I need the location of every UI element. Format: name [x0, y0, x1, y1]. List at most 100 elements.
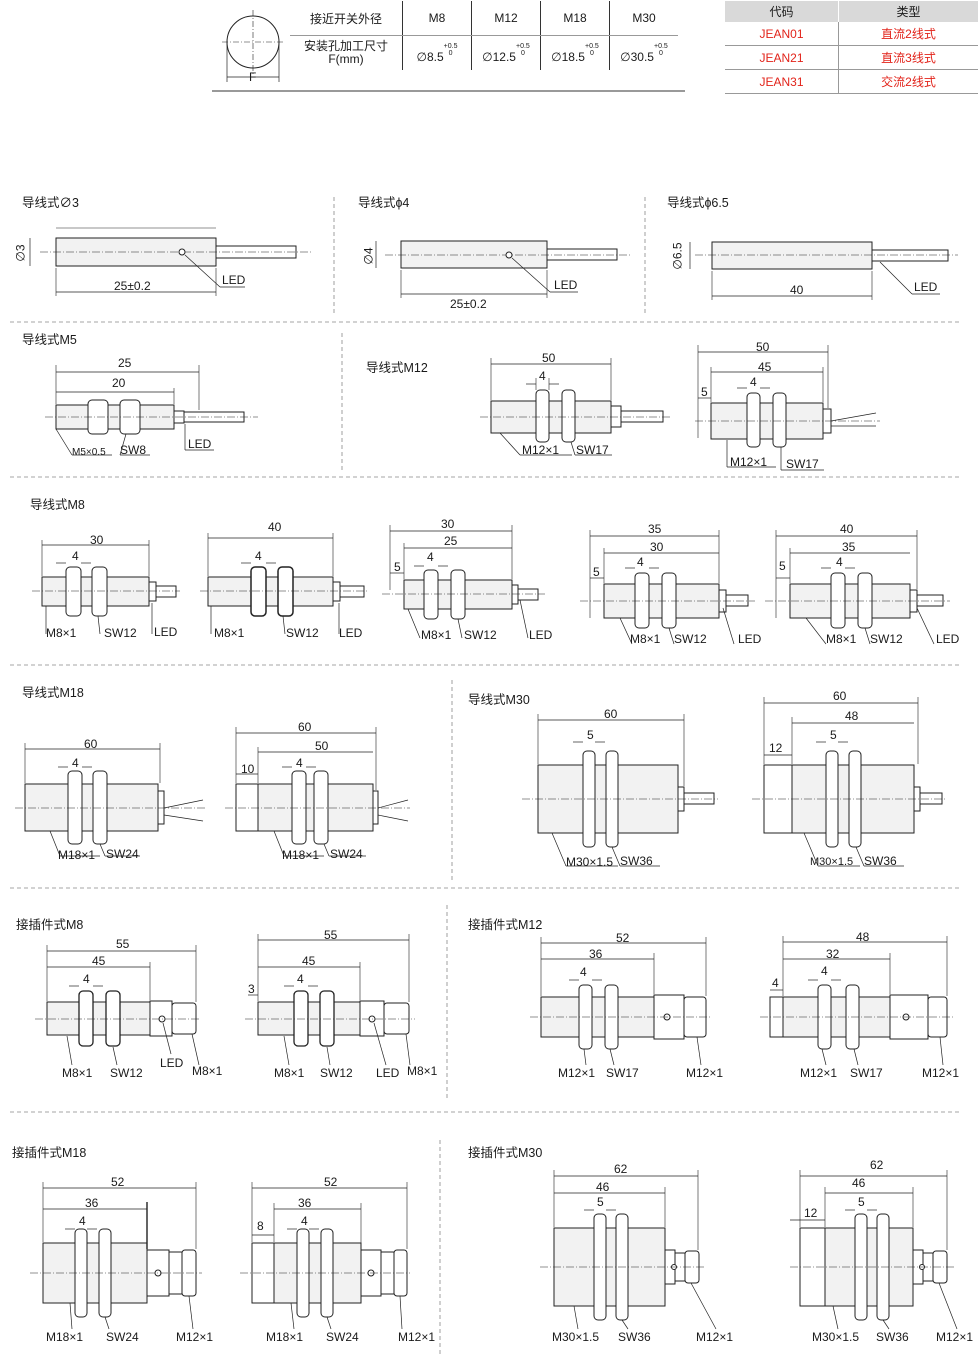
- dim-label: 36: [85, 1196, 99, 1210]
- section-title: 导线式M8: [30, 498, 85, 512]
- wrench-label: SW8: [120, 443, 147, 457]
- dim-label: 4: [750, 375, 757, 389]
- code-cell: JEAN01: [725, 22, 839, 46]
- dim-label: 60: [833, 689, 847, 703]
- thread-label: M30×1.5: [812, 1330, 860, 1344]
- thread-label: M18×1: [282, 848, 320, 862]
- thread-label: M18×1: [266, 1330, 304, 1344]
- dim-label: 32: [826, 947, 840, 961]
- dim-label: 5: [830, 728, 837, 742]
- thread-label: M18×1: [58, 848, 96, 862]
- dim-label: 5: [701, 385, 708, 399]
- type-header: 类型: [838, 1, 978, 22]
- connector-thread-label: M12×1: [398, 1330, 436, 1344]
- dim-label: 4: [427, 550, 434, 564]
- sensor-m5: [45, 365, 258, 456]
- spec-size-m30: M30: [609, 1, 678, 36]
- wrench-label: SW12: [110, 1066, 143, 1080]
- dim-label: 35: [648, 522, 662, 536]
- mounting-hole-figure: [212, 10, 685, 92]
- conn-m30-b: [790, 1170, 958, 1330]
- dim-label: 4: [580, 965, 587, 979]
- dim-label: 40: [790, 283, 804, 297]
- dim-label: 5: [593, 565, 600, 579]
- wrench-label: SW17: [850, 1066, 883, 1080]
- wrench-label: SW24: [106, 1330, 139, 1344]
- dim-label: 62: [870, 1158, 884, 1172]
- sensor-d4: [375, 240, 630, 298]
- conn-m12-a: [530, 937, 712, 1066]
- sensor-d65: [689, 241, 958, 300]
- section-title: 导线式M18: [22, 686, 84, 700]
- type-cell: 交流2线式: [838, 69, 978, 94]
- dim-label: 5: [779, 559, 786, 573]
- dim-label: 12: [769, 741, 783, 755]
- dim-label: 25: [444, 534, 458, 548]
- sensor-m8-c: [382, 525, 545, 639]
- sensor-m12-b: [695, 345, 880, 471]
- sensor-m18-a: [15, 743, 206, 857]
- section-title: 导线式M5: [22, 333, 77, 347]
- dim-label: 52: [324, 1175, 338, 1189]
- dim-label: ∅4: [361, 247, 376, 265]
- thread-label: M5×0.5: [72, 447, 106, 458]
- code-cell: JEAN31: [725, 69, 839, 94]
- led-label: LED: [160, 1056, 184, 1070]
- dim-label: 4: [72, 549, 79, 563]
- wrench-label: SW17: [576, 443, 609, 457]
- sensor-m8-d: [580, 530, 755, 645]
- led-label: LED: [339, 626, 363, 640]
- section-separators: [10, 197, 960, 1355]
- dim-label: 5: [858, 1195, 865, 1209]
- wrench-label: SW36: [618, 1330, 651, 1344]
- thread-label: M8×1: [630, 632, 661, 646]
- conn-m18-a: [30, 1182, 202, 1330]
- thread-label: M8×1: [274, 1066, 305, 1080]
- thread-label: M12×1: [800, 1066, 838, 1080]
- thread-label: M8×1: [46, 626, 77, 640]
- wrench-label: SW24: [106, 847, 139, 861]
- dim-label: 4: [637, 555, 644, 569]
- dim-label: 10: [241, 762, 255, 776]
- conn-m8-b: [245, 934, 415, 1066]
- thread-label: M8×1: [214, 626, 245, 640]
- thread-label: M30×1.5: [810, 856, 854, 868]
- connector-thread-label: M12×1: [936, 1330, 974, 1344]
- dim-label: 45: [758, 360, 772, 374]
- thread-label: M30×1.5: [552, 1330, 600, 1344]
- dim-label: 55: [116, 937, 130, 951]
- led-label: LED: [914, 280, 938, 294]
- dim-label: 60: [604, 707, 618, 721]
- sensor-m12-a: [480, 358, 670, 456]
- spec-size-m12: M12: [471, 1, 541, 36]
- wrench-label: SW12: [104, 626, 137, 640]
- led-label: LED: [376, 1066, 400, 1080]
- dim-label: 30: [90, 533, 104, 547]
- wrench-label: SW12: [286, 626, 319, 640]
- dim-label: ∅3: [13, 244, 28, 262]
- code-row: JEAN01 直流2线式: [725, 22, 978, 46]
- led-label: LED: [936, 632, 960, 646]
- dim-label: 4: [296, 756, 303, 770]
- dim-label: 46: [852, 1176, 866, 1190]
- dim-label: 46: [596, 1180, 610, 1194]
- dim-label: 40: [268, 520, 282, 534]
- code-header-row: 代码 类型: [725, 1, 978, 22]
- thread-label: M8×1: [62, 1066, 93, 1080]
- connector-thread-label: M8×1: [407, 1064, 438, 1078]
- sensor-d3: [29, 227, 312, 296]
- wrench-label: SW12: [870, 632, 903, 646]
- led-label: LED: [738, 632, 762, 646]
- thread-label: M30×1.5: [566, 855, 614, 869]
- dim-label: 8: [257, 1219, 264, 1233]
- dim-label: 30: [650, 540, 664, 554]
- dim-label: 50: [756, 340, 770, 354]
- spec-size-m18: M18: [540, 1, 610, 36]
- dim-label: 20: [112, 376, 126, 390]
- dim-label: 4: [836, 555, 843, 569]
